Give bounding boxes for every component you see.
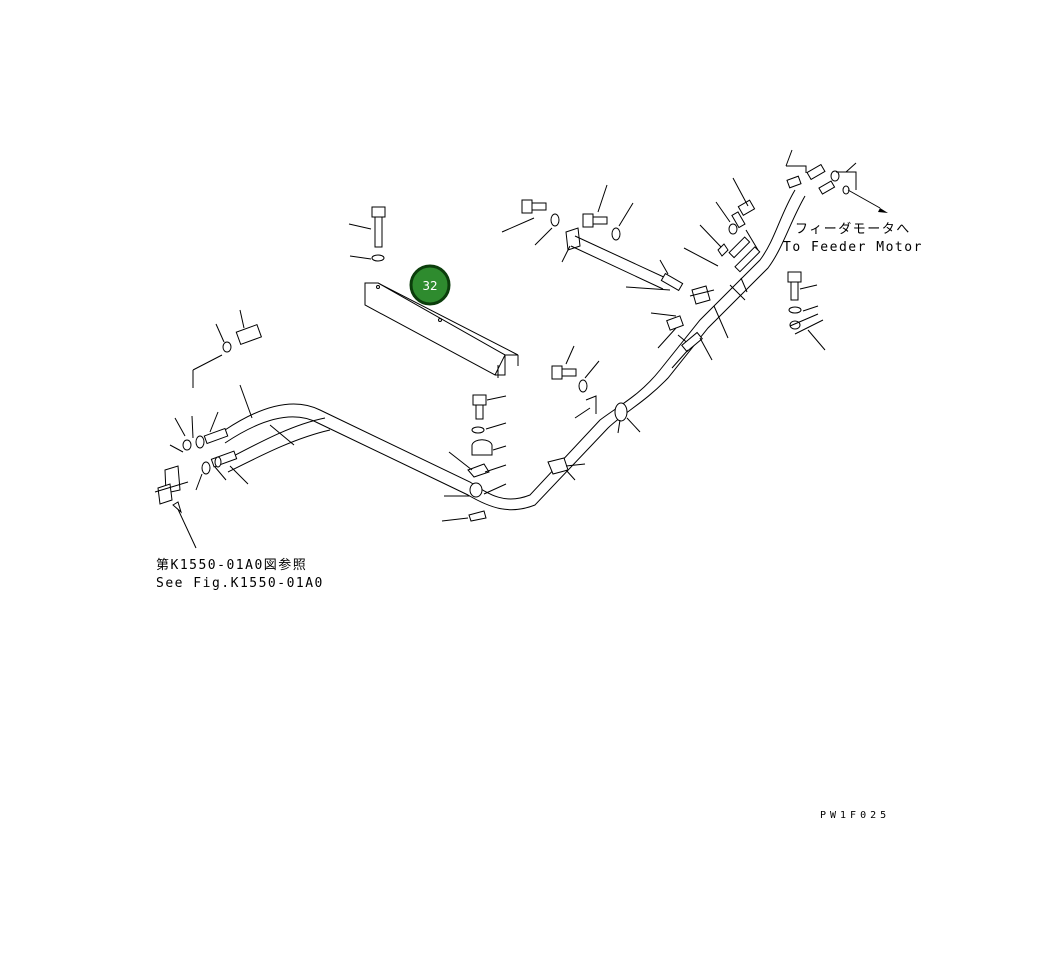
floor-bracket <box>364 282 519 378</box>
right-bolt-group <box>787 271 826 351</box>
middle-bolt-group <box>547 345 641 481</box>
left-fittings <box>154 309 295 549</box>
note-right-en: To Feeder Motor <box>783 240 923 255</box>
callout-circle[interactable] <box>409 264 451 306</box>
note-right-jp: フィーダモータへ <box>795 222 911 237</box>
center-clamp-group <box>441 394 507 522</box>
bolt-top-bracket <box>348 206 386 262</box>
upper-fittings <box>501 177 761 369</box>
note-left-en: See Fig.K1550-01A0 <box>156 576 324 591</box>
callout-32[interactable]: 32 <box>409 264 451 306</box>
drawing-code: PW1F025 <box>820 810 890 821</box>
note-left-jp: 第K1550-01A0図参照 <box>156 557 307 573</box>
hose-assembly <box>221 189 806 511</box>
callout-number: 32 <box>422 279 437 293</box>
feeder-motor-connection <box>785 149 888 213</box>
